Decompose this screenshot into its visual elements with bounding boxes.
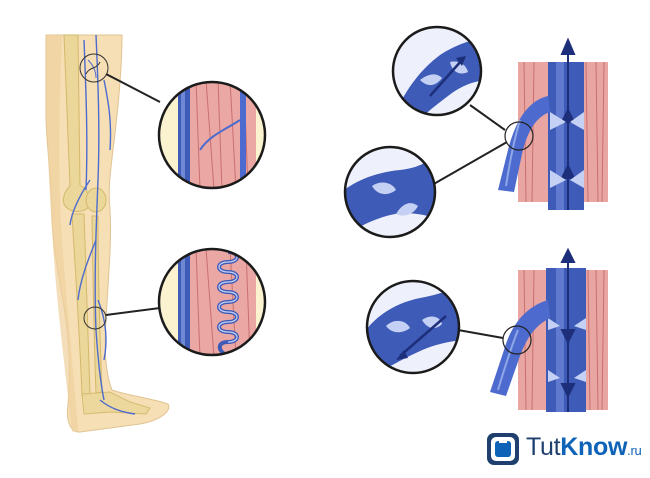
magnifier-valve-reflux [365, 279, 461, 375]
branch-vein-varicose [490, 300, 550, 396]
tutknow-logo-icon [487, 433, 519, 465]
leg-zoom-spot-lower [83, 306, 107, 330]
leg-veins [69, 34, 136, 415]
magnifier-varicose-vein [157, 247, 267, 357]
leg-zoom-spot-upper [79, 53, 109, 83]
magnifier-valve-closed [343, 145, 437, 239]
magnifier-valve-open [391, 25, 483, 117]
kneecap-bone [85, 187, 107, 213]
magnifier-healthy-vein [157, 80, 267, 190]
femur-bone [63, 34, 91, 212]
main-vein-healthy [548, 62, 584, 210]
tutknow-watermark: TutKnow.ru [486, 430, 642, 468]
panel-incompetent-valves [457, 247, 608, 412]
brand-tld: .ru [627, 443, 642, 458]
tutknow-brand-text: TutKnow.ru [526, 430, 642, 468]
connector-upper [105, 73, 161, 103]
leg [45, 34, 170, 433]
brand-tut: Tut [526, 433, 561, 461]
brand-know: Know [560, 433, 628, 461]
panel-healthy-valves [431, 37, 608, 210]
connector-lower [105, 307, 161, 316]
branch-vein-healthy [498, 96, 550, 192]
